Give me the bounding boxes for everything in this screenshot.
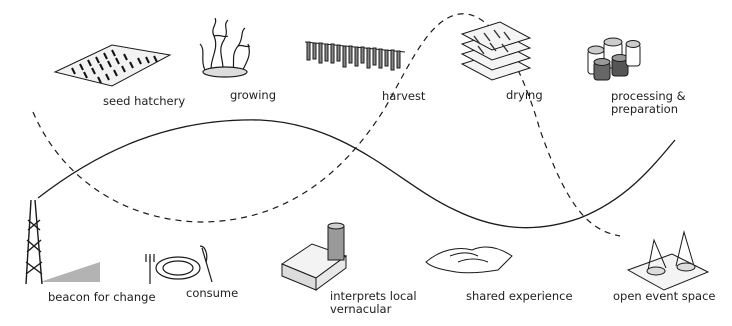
harvest-label: harvest bbox=[382, 89, 426, 103]
processing-label: processing & preparation bbox=[611, 89, 686, 116]
beacon-tower-icon bbox=[25, 199, 100, 285]
seed-hatchery-icon bbox=[53, 44, 172, 87]
solid-wave-line bbox=[37, 119, 676, 229]
growing-kelp-icon bbox=[199, 17, 251, 78]
drying-racks-icon bbox=[460, 21, 532, 81]
seed-hatchery-label: seed hatchery bbox=[103, 94, 186, 108]
shared-experience-label: shared experience bbox=[466, 289, 573, 303]
processing-jars-icon bbox=[587, 37, 641, 81]
handshake-icon bbox=[425, 246, 513, 274]
harvest-line-icon bbox=[304, 41, 406, 71]
consume-plate-icon bbox=[145, 245, 213, 284]
vernacular-label: interprets local vernacular bbox=[330, 289, 417, 316]
open-event-space-label: open event space bbox=[613, 289, 716, 303]
open-event-space-icon bbox=[626, 230, 710, 291]
beacon-label: beacon for change bbox=[48, 290, 156, 304]
consume-label: consume bbox=[186, 286, 239, 300]
drying-label: drying bbox=[506, 88, 543, 102]
dashed-wave-line bbox=[32, 13, 621, 237]
vernacular-building-icon bbox=[280, 222, 348, 291]
growing-label: growing bbox=[230, 88, 276, 102]
